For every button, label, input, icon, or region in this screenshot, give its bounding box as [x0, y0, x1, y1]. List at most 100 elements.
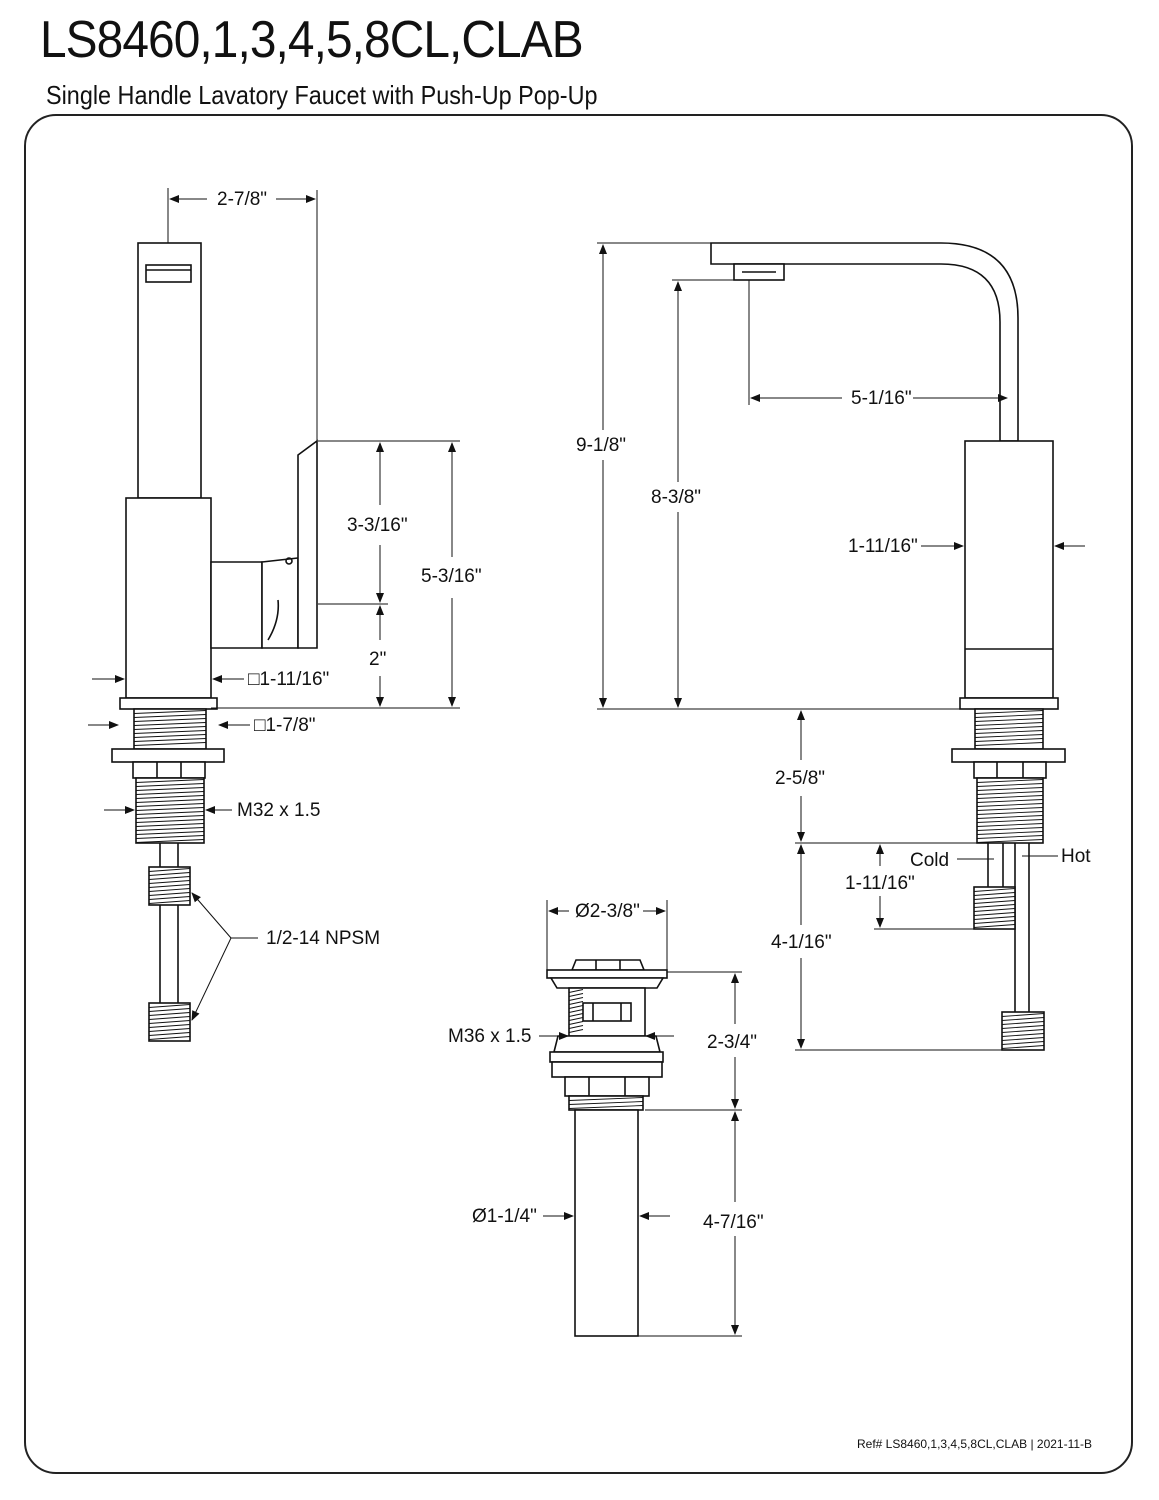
reference-note: Ref# LS8460,1,3,4,5,8CL,CLAB | 2021-11-B: [857, 1437, 1092, 1451]
drain-outline: [546, 959, 668, 1337]
body-square-label: □1-11/16": [248, 669, 329, 690]
thread-line: [135, 803, 205, 807]
shank-length-label: 2-5/8": [775, 768, 825, 789]
thread-line: [1001, 1041, 1045, 1045]
thread-line: [568, 1097, 644, 1101]
thread-line: [1001, 1021, 1045, 1025]
thread-line: [1001, 1029, 1045, 1033]
thread-line: [976, 803, 1044, 807]
thread-line: [148, 876, 191, 880]
thread-line: [148, 1020, 191, 1024]
thread-line: [973, 912, 1016, 916]
thread-line: [974, 742, 1044, 746]
page-title: LS8460,1,3,4,5,8CL,CLAB: [40, 11, 584, 69]
thread-line: [976, 795, 1044, 799]
thread-line: [133, 722, 207, 726]
shank-thread-label: M32 x 1.5: [237, 800, 320, 821]
thread-line: [148, 884, 191, 888]
thread-line: [1001, 1045, 1045, 1049]
thread-line: [973, 888, 1016, 892]
thread-line: [568, 1001, 584, 1005]
thread-line: [974, 722, 1044, 726]
thread-line: [973, 896, 1016, 900]
thread-line: [974, 718, 1044, 722]
thread-line: [133, 730, 207, 734]
thread-line: [148, 1032, 191, 1036]
handle-base-height-label: 2": [369, 649, 386, 670]
tail-length-label: 4-7/16": [703, 1212, 764, 1233]
thread-line: [568, 1009, 584, 1013]
spout-height-label: 8-3/8": [651, 487, 701, 508]
thread-line: [568, 989, 584, 993]
thread-line: [148, 892, 191, 896]
thread-line: [135, 779, 205, 783]
thread-line: [135, 791, 205, 795]
front-faucet-outline: [710, 242, 1066, 1051]
thread-line: [976, 799, 1044, 803]
thread-line: [1001, 1037, 1045, 1041]
flange-diameter-label: Ø2-3/8": [575, 901, 640, 922]
cold-offset-label: 1-11/16": [845, 873, 915, 894]
handle-height-label: 3-3/16": [347, 515, 408, 536]
thread-line: [148, 896, 191, 900]
thread-line: [133, 738, 207, 742]
thread-line: [148, 880, 191, 884]
page-subtitle: Single Handle Lavatory Faucet with Push-…: [46, 80, 598, 110]
thread-line: [148, 1028, 191, 1032]
thread-line: [974, 714, 1044, 718]
thread-line: [135, 787, 205, 791]
tail-diameter-label: Ø1-1/4": [472, 1206, 537, 1227]
thread-line: [135, 823, 205, 827]
thread-line: [135, 783, 205, 787]
thread-line: [568, 1105, 644, 1109]
side-dimension-lines: [88, 188, 460, 1021]
drawing-frame: [24, 114, 1133, 1474]
thread-line: [976, 839, 1044, 843]
thread-line: [568, 997, 584, 1001]
side-faucet-outline: [111, 242, 318, 1042]
thread-line: [135, 831, 205, 835]
thread-line: [135, 795, 205, 799]
thread-line: [976, 791, 1044, 795]
thread-line: [568, 1021, 584, 1025]
thread-line: [976, 823, 1044, 827]
thread-line: [148, 872, 191, 876]
body-width-label: 1-11/16": [848, 536, 918, 557]
thread-line: [133, 742, 207, 746]
thread-line: [133, 726, 207, 730]
thread-line: [148, 888, 191, 892]
thread-line: [976, 831, 1044, 835]
thread-line: [568, 1005, 584, 1009]
thread-line: [135, 819, 205, 823]
thread-line: [1001, 1017, 1045, 1021]
thread-line: [976, 835, 1044, 839]
thread-line: [148, 900, 191, 904]
handle-total-height-label: 5-3/16": [421, 566, 482, 587]
spout-reach-label: 5-1/16": [851, 388, 912, 409]
thread-line: [135, 807, 205, 811]
thread-line: [135, 811, 205, 815]
thread-line: [148, 868, 191, 872]
thread-line: [135, 839, 205, 843]
thread-line: [148, 1036, 191, 1040]
drain-view: Ø2-3/8" M36 x 1.5 2-3/4" Ø1-1/4" 4-7/16": [448, 900, 764, 1337]
front-dimension-lines: [597, 242, 1085, 1051]
thread-line: [135, 835, 205, 839]
side-view: 2-7/8" 3-3/16" 2" 5-3/16" □1-11/16" □1-7…: [88, 188, 482, 1042]
thread-line: [973, 908, 1016, 912]
thread-line: [976, 787, 1044, 791]
drain-body-height-label: 2-3/4": [707, 1032, 757, 1053]
thread-line: [148, 1008, 191, 1012]
thread-line: [973, 924, 1016, 928]
thread-line: [974, 710, 1044, 714]
base-square-label: □1-7/8": [254, 715, 316, 736]
cold-label: Cold: [910, 850, 949, 871]
thread-line: [974, 726, 1044, 730]
thread-line: [135, 799, 205, 803]
thread-line: [133, 734, 207, 738]
side-width-label: 2-7/8": [217, 189, 267, 210]
drain-dimension-lines: [539, 900, 742, 1337]
thread-line: [135, 815, 205, 819]
overall-height-label: 9-1/8": [576, 435, 626, 456]
